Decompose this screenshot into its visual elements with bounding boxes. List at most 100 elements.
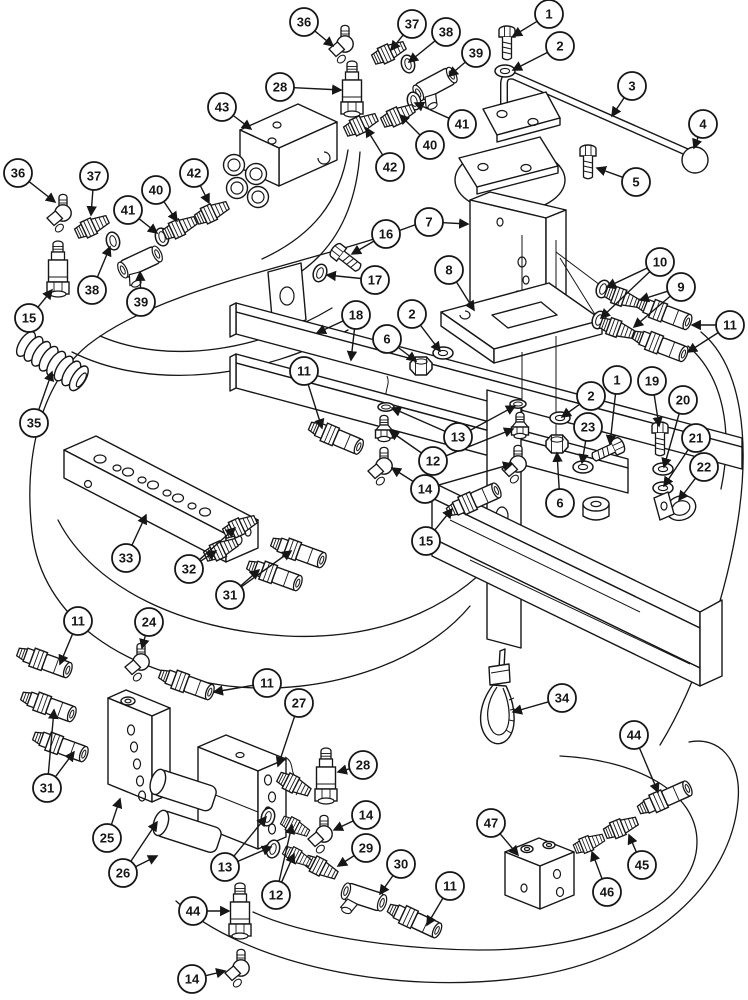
callout-balloon-41: 41 xyxy=(113,195,143,225)
callout-leader-32 xyxy=(200,550,218,562)
svg-text:26: 26 xyxy=(116,866,130,881)
callout-balloon-45: 45 xyxy=(627,850,657,880)
callout-leader-9 xyxy=(632,295,671,329)
callout-leader-31 xyxy=(47,708,59,775)
callout-leader-6 xyxy=(552,451,563,490)
callout-leader-14 xyxy=(390,467,414,483)
callout-balloon-2: 2 xyxy=(397,299,427,329)
callout-leader-13 xyxy=(469,405,517,431)
callout-leader-7 xyxy=(442,218,470,229)
callout-balloon-15: 15 xyxy=(411,526,441,556)
svg-text:30: 30 xyxy=(394,857,408,872)
frame-rail-bottom-end xyxy=(229,353,237,392)
callout-balloon-3: 3 xyxy=(617,71,647,101)
callout-leader-46 xyxy=(590,850,603,880)
callout-leader-41 xyxy=(138,218,159,234)
control-valve-43 xyxy=(222,103,338,209)
svg-text:36: 36 xyxy=(11,166,25,181)
callout-balloon-10: 10 xyxy=(645,247,675,277)
svg-text:20: 20 xyxy=(676,393,690,408)
bolt-1-top xyxy=(498,25,516,61)
callout-balloon-1: 1 xyxy=(534,0,564,29)
beam-face xyxy=(431,497,701,669)
plug-fitting-28-bottom xyxy=(314,747,338,805)
svg-text:40: 40 xyxy=(423,138,437,153)
hose-coupler-44-right xyxy=(634,777,696,820)
svg-text:34: 34 xyxy=(555,691,570,706)
svg-text:28: 28 xyxy=(356,758,370,773)
callout-balloon-23: 23 xyxy=(573,412,603,442)
lockwasher-17 xyxy=(310,261,330,285)
callout-balloon-9: 9 xyxy=(666,272,696,302)
svg-text:18: 18 xyxy=(349,308,363,323)
junction-block-47 xyxy=(504,837,575,910)
hose-valve-drop-1 xyxy=(261,149,349,260)
callout-balloon-38: 38 xyxy=(431,17,461,47)
callout-balloon-21: 21 xyxy=(681,423,711,453)
callout-balloon-11: 11 xyxy=(252,668,282,698)
callout-leader-37 xyxy=(86,189,97,217)
svg-text:12: 12 xyxy=(269,888,283,903)
svg-text:15: 15 xyxy=(419,534,433,549)
callout-leader-2 xyxy=(419,324,441,353)
callout-balloon-25: 25 xyxy=(92,823,122,853)
plate-hole xyxy=(459,310,471,320)
fitting-45 xyxy=(601,812,641,843)
hose-bottom-loop-outer xyxy=(175,740,740,984)
callout-balloon-12: 12 xyxy=(418,446,448,476)
callout-balloon-32: 32 xyxy=(174,554,204,584)
svg-text:25: 25 xyxy=(100,831,114,846)
svg-text:11: 11 xyxy=(71,614,85,629)
callout-balloon-28: 28 xyxy=(265,72,295,102)
hose-right-down-2 xyxy=(687,345,727,490)
callout-leader-11 xyxy=(58,633,74,666)
callout-leader-8 xyxy=(455,281,475,312)
callout-balloon-2: 2 xyxy=(576,381,606,411)
svg-text:40: 40 xyxy=(149,183,163,198)
svg-text:29: 29 xyxy=(359,841,373,856)
callout-leader-12 xyxy=(280,852,296,883)
callout-leader-30 xyxy=(379,875,394,896)
hose-coupler-11-bottom xyxy=(384,898,446,942)
frame-rail-top-end xyxy=(229,302,237,338)
cable-tie-34 xyxy=(479,648,516,745)
callout-leader-2 xyxy=(511,51,548,71)
callout-balloon-13: 13 xyxy=(210,852,240,882)
hose-loop-left xyxy=(29,215,471,689)
callout-leader-16 xyxy=(350,240,375,255)
svg-text:44: 44 xyxy=(186,904,201,919)
tee-fitting-39-left xyxy=(114,243,171,292)
callout-balloon-15: 15 xyxy=(14,303,44,333)
washer-23 xyxy=(572,460,594,474)
valve-side-mark xyxy=(317,151,331,165)
callout-leader-33 xyxy=(131,513,147,546)
svg-text:1: 1 xyxy=(545,7,552,22)
callout-balloon-17: 17 xyxy=(360,265,390,295)
svg-text:24: 24 xyxy=(142,615,157,630)
valve-top-hole-2 xyxy=(267,137,277,145)
callout-balloon-37: 37 xyxy=(79,161,109,191)
callout-balloon-26: 26 xyxy=(108,858,138,888)
callout-balloon-36: 36 xyxy=(3,158,33,188)
svg-text:42: 42 xyxy=(383,160,397,175)
svg-text:5: 5 xyxy=(632,175,639,190)
valve-top-bracket xyxy=(482,91,561,143)
callout-balloon-22: 22 xyxy=(689,452,719,482)
svg-text:9: 9 xyxy=(677,280,684,295)
hose-coupler-11-mid xyxy=(156,664,218,703)
callout-leader-26 xyxy=(135,855,159,868)
svg-text:35: 35 xyxy=(27,416,41,431)
callout-leader-11 xyxy=(212,684,254,696)
callout-leader-12 xyxy=(388,430,422,454)
frame-left-bracket xyxy=(267,262,307,330)
spring-35 xyxy=(15,331,89,392)
washer-2-top xyxy=(494,64,516,78)
svg-text:13: 13 xyxy=(218,860,232,875)
callout-balloon-35: 35 xyxy=(19,408,49,438)
bolt-5 xyxy=(579,144,597,180)
svg-text:27: 27 xyxy=(292,696,306,711)
plug-fitting-28-top xyxy=(340,60,364,118)
hose-loop-left-inner xyxy=(57,519,507,638)
